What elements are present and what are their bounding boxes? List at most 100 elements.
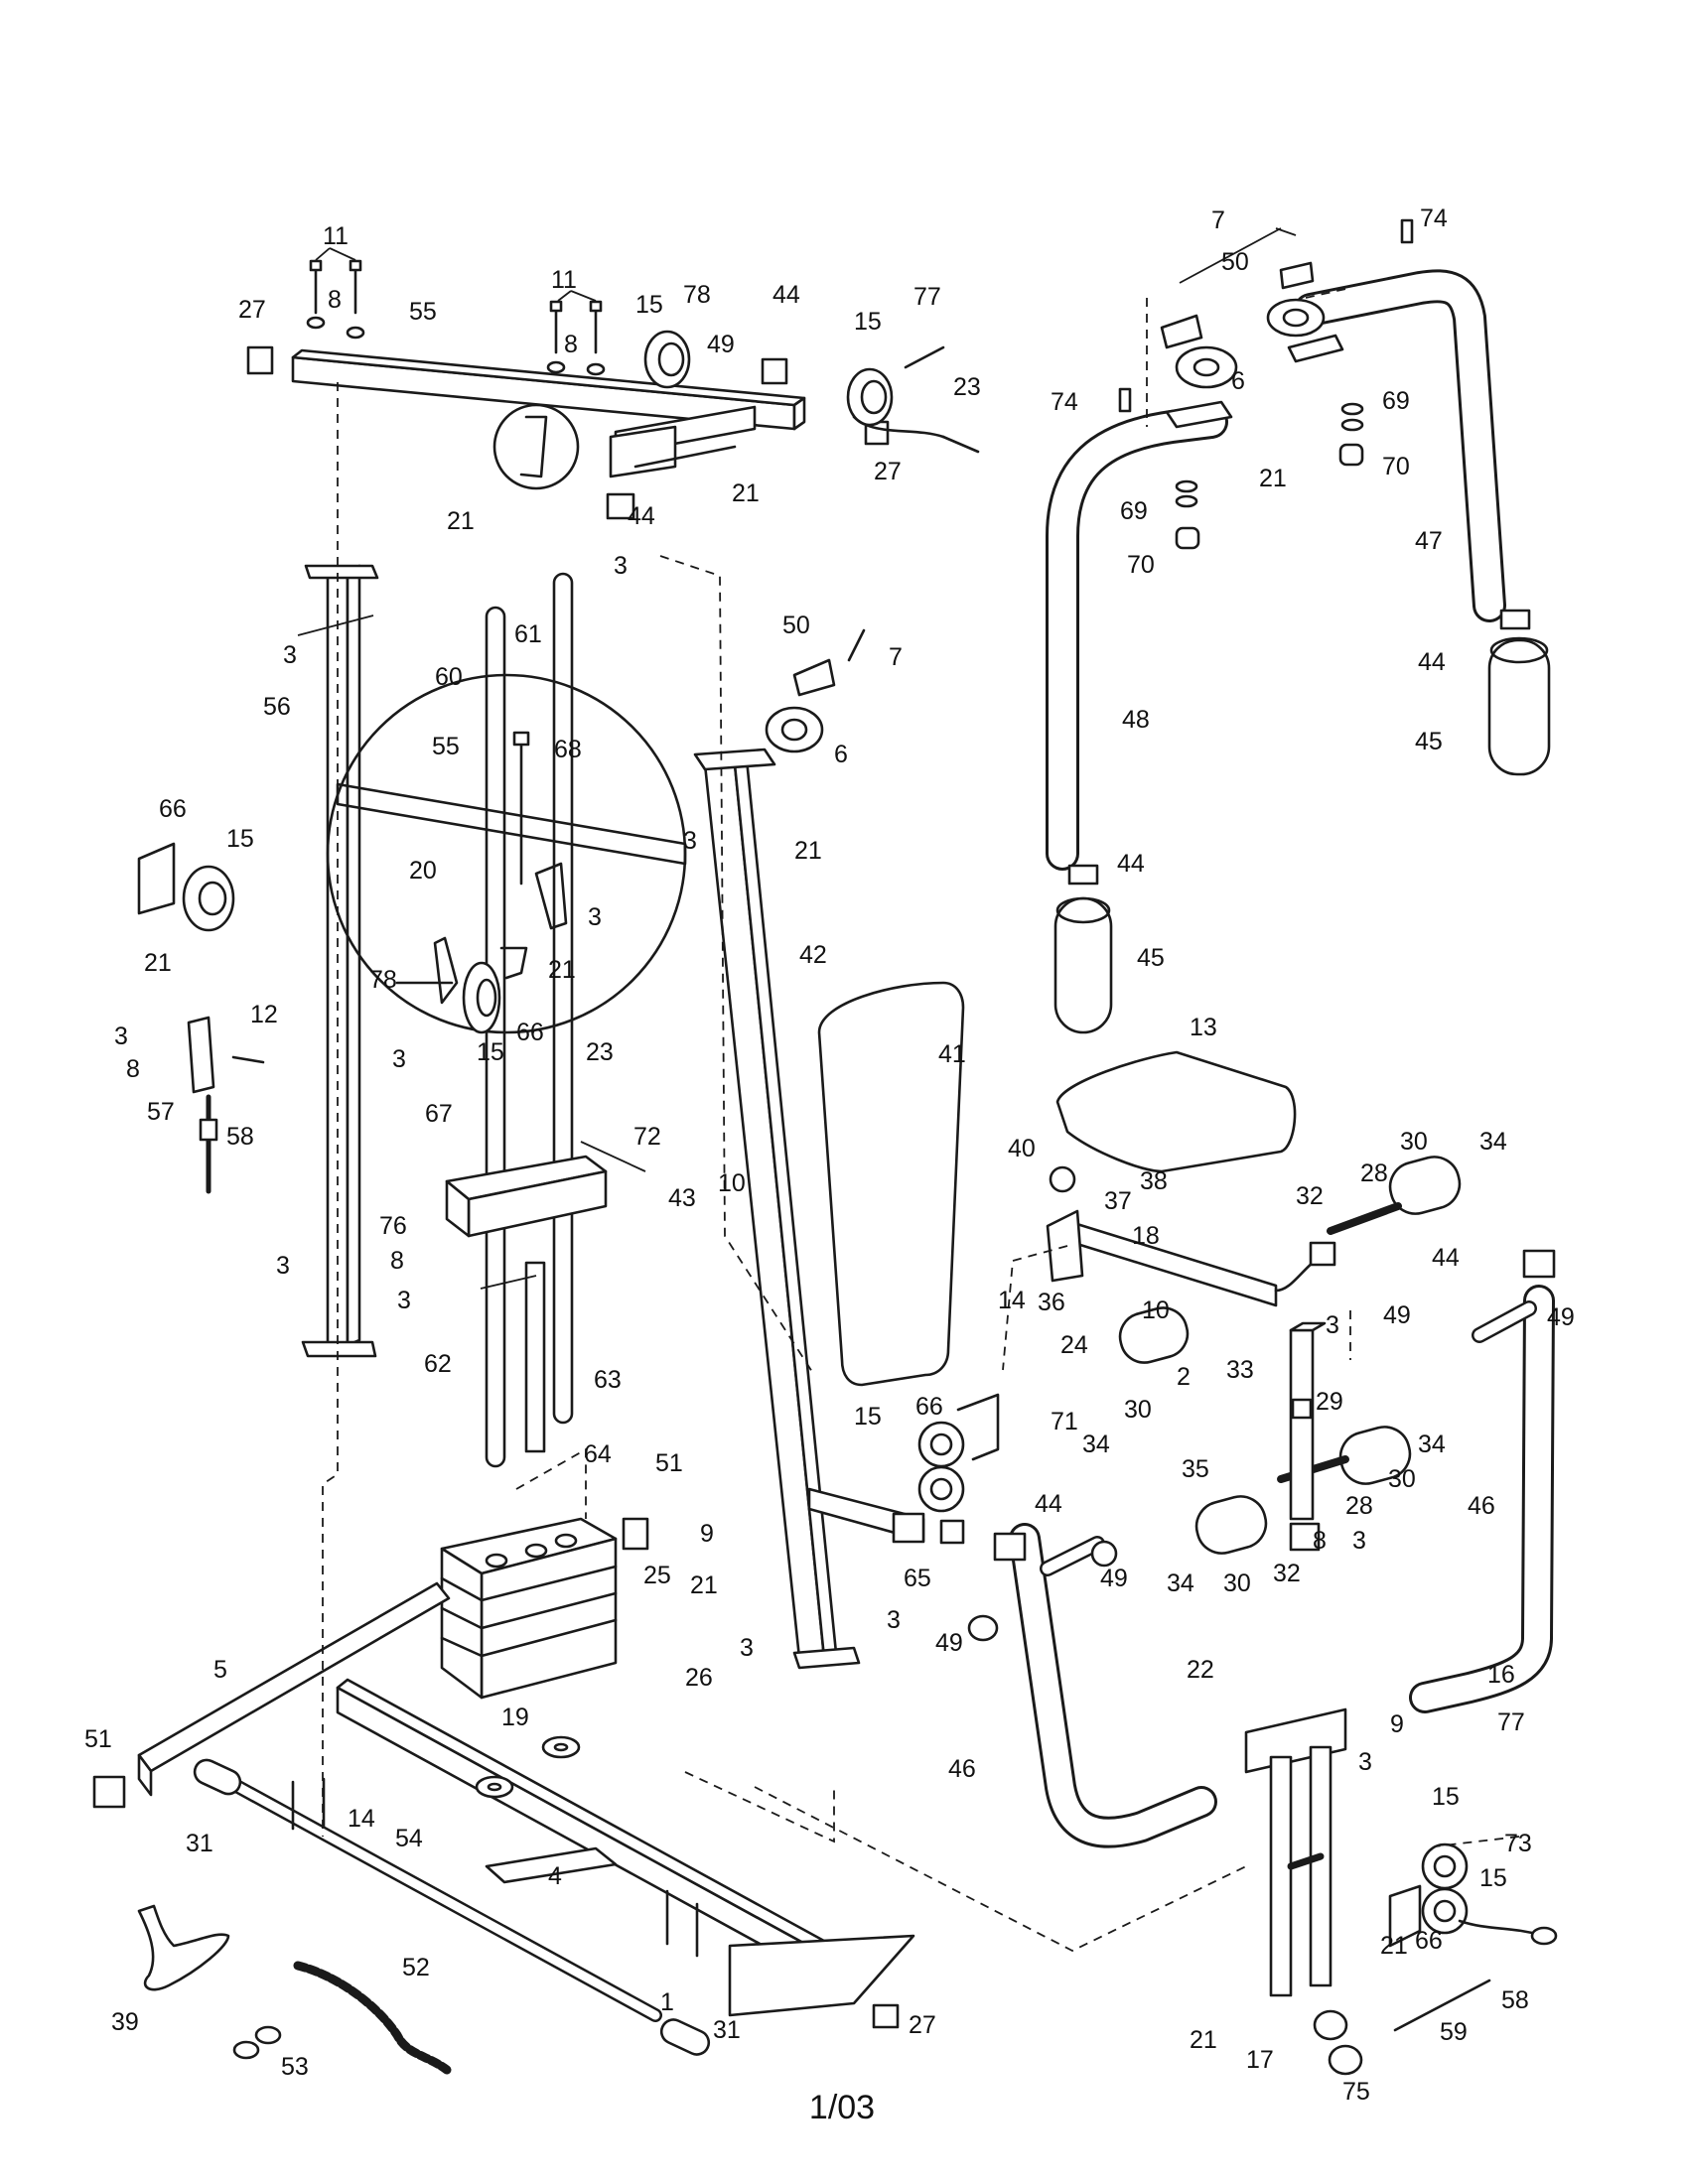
callout-15: 15 [854, 1403, 882, 1431]
callout-51: 51 [84, 1725, 112, 1753]
callout-28: 28 [1345, 1492, 1373, 1520]
callout-21: 21 [1380, 1932, 1408, 1960]
callout-31: 31 [713, 2016, 741, 2044]
callout-70: 70 [1382, 453, 1410, 480]
callout-66: 66 [915, 1393, 943, 1421]
callout-7: 7 [1211, 206, 1225, 234]
callout-49: 49 [1383, 1301, 1411, 1329]
callout-26: 26 [685, 1664, 713, 1692]
callout-56: 56 [263, 693, 291, 721]
callout-59: 59 [1440, 2018, 1468, 2046]
callout-60: 60 [435, 663, 463, 691]
callout-15: 15 [854, 308, 882, 336]
seat-frame-36 [1046, 1209, 1323, 1307]
callout-21: 21 [1190, 2026, 1217, 2054]
callout-23: 23 [586, 1038, 614, 1066]
callout-21: 21 [732, 479, 760, 507]
chain-52 [293, 1961, 452, 2075]
callout-6: 6 [1231, 367, 1245, 395]
cap-32 [1289, 1241, 1336, 1552]
callout-48: 48 [1122, 706, 1150, 734]
small-detail-circle [492, 403, 580, 490]
callout-15: 15 [1432, 1783, 1460, 1811]
callout-50: 50 [1221, 248, 1249, 276]
callout-43: 43 [668, 1184, 696, 1212]
roller-pads-top [1053, 609, 1551, 1034]
callout-5: 5 [213, 1656, 227, 1684]
weight-stack [440, 1517, 618, 1700]
crossbar-sleeve [609, 405, 757, 478]
callout-36: 36 [1038, 1289, 1065, 1316]
callout-17: 17 [1246, 2046, 1274, 2074]
base-caps [92, 1517, 900, 2029]
lower-pulleys [1313, 1843, 1558, 2076]
callout-9: 9 [700, 1520, 714, 1548]
callout-34: 34 [1479, 1128, 1507, 1156]
callout-67: 67 [425, 1100, 453, 1128]
callout-8: 8 [564, 331, 578, 358]
back-pad-41 [817, 981, 965, 1387]
callout-78: 78 [683, 281, 711, 309]
callout-19: 19 [501, 1704, 529, 1731]
callout-9: 9 [1390, 1710, 1404, 1738]
spacers-right [1118, 218, 1414, 550]
base-frame [137, 1581, 915, 2017]
callout-44: 44 [1432, 1244, 1460, 1272]
callout-55: 55 [432, 733, 460, 760]
arm-48 [1046, 400, 1233, 871]
callout-50: 50 [782, 612, 810, 639]
callout-3: 3 [283, 641, 297, 669]
callout-33: 33 [1226, 1356, 1254, 1384]
callout-21: 21 [794, 837, 822, 865]
callout-39: 39 [111, 2008, 139, 2036]
callout-29: 29 [1316, 1388, 1343, 1416]
callout-45: 45 [1415, 728, 1443, 755]
callout-75: 75 [1342, 2078, 1370, 2106]
handle-39 [137, 1904, 230, 1991]
callout-32: 32 [1296, 1182, 1324, 1210]
callout-61: 61 [514, 620, 542, 648]
callout-38: 38 [1140, 1167, 1168, 1195]
callout-73: 73 [1504, 1830, 1532, 1857]
arm-47 [1287, 269, 1506, 622]
callout-78: 78 [369, 966, 397, 994]
callout-16: 16 [1487, 1661, 1515, 1689]
callout-46: 46 [948, 1755, 976, 1783]
callout-15: 15 [226, 825, 254, 853]
callout-8: 8 [126, 1055, 140, 1083]
callout-71: 71 [1051, 1408, 1078, 1435]
callout-15: 15 [635, 291, 663, 319]
callout-69: 69 [1120, 497, 1148, 525]
callout-11: 11 [551, 266, 577, 294]
left-pulley-assembly [137, 842, 265, 1194]
callout-25: 25 [643, 1562, 671, 1589]
page-footer-date: 1/03 [808, 2089, 876, 2126]
clips-53 [232, 2025, 282, 2060]
leg-upright-29 [1289, 1321, 1327, 1521]
callout-34: 34 [1167, 1570, 1194, 1597]
callout-3: 3 [1352, 1527, 1366, 1555]
footrest-arm [807, 1487, 965, 1545]
callout-65: 65 [904, 1565, 931, 1592]
callout-21: 21 [548, 956, 576, 984]
callout-10: 10 [1142, 1297, 1170, 1324]
callout-31: 31 [186, 1830, 213, 1857]
left-upright [301, 564, 379, 1358]
callout-3: 3 [276, 1252, 290, 1280]
callout-58: 58 [226, 1123, 254, 1151]
callout-34: 34 [1082, 1431, 1110, 1458]
callout-3: 3 [683, 827, 697, 855]
callout-66: 66 [159, 795, 187, 823]
callout-24: 24 [1060, 1331, 1088, 1359]
callout-14: 14 [348, 1805, 375, 1833]
callout-45: 45 [1137, 944, 1165, 972]
frame-46-right [1409, 1249, 1556, 1713]
callout-20: 20 [409, 857, 437, 885]
callout-77: 77 [1497, 1708, 1525, 1736]
weight-top-plate [445, 1155, 608, 1238]
callout-68: 68 [554, 736, 582, 763]
callout-3: 3 [740, 1634, 754, 1662]
callout-76: 76 [379, 1212, 407, 1240]
callout-44: 44 [1418, 648, 1446, 676]
